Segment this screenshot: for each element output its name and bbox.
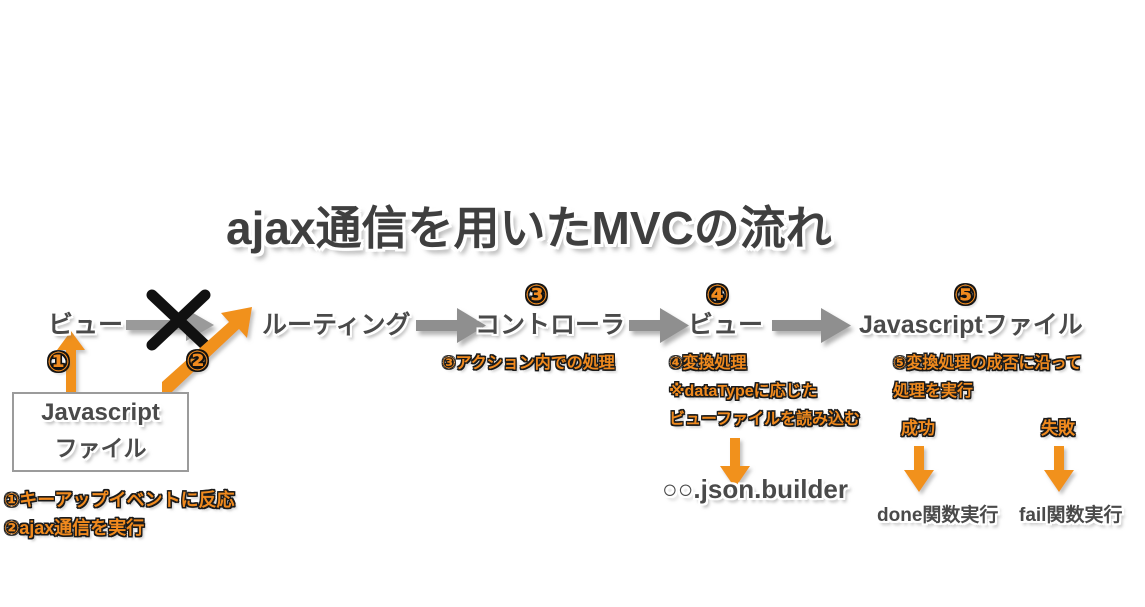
jsfile-note-1: ⑤変換処理の成否に沿って: [893, 355, 1082, 372]
node-javascript-file: Javascriptファイル: [859, 311, 1083, 339]
step-marker-4: ④: [706, 280, 729, 310]
arrow-routing-to-controller: [416, 308, 486, 343]
branch-label-success: 成功: [901, 419, 935, 438]
node-routing: ルーティング: [262, 311, 411, 339]
jsfile-note-2: 処理を実行: [893, 383, 974, 400]
step-marker-2: ②: [186, 346, 209, 376]
javascript-file-box: Javascript ファイル: [12, 392, 189, 472]
view-right-note-3: ビューファイルを読み込む: [669, 411, 861, 428]
js-box-line-1: Javascript: [41, 399, 160, 426]
branch-result-done: done関数実行: [877, 505, 999, 526]
step-marker-5: ⑤: [954, 280, 977, 310]
arrow-view-to-jsfile: [772, 308, 851, 343]
view-right-note-1: ④変換処理: [669, 355, 747, 372]
arrow-success-to-done: [904, 446, 934, 492]
left-note-1: ①キーアップイベントに反応: [4, 490, 235, 510]
branch-result-fail: fail関数実行: [1019, 505, 1123, 526]
output-json-builder: ○○.json.builder: [662, 474, 848, 504]
cross-out-x-icon: [146, 289, 211, 351]
diagram-title: ajax通信を用いたMVCの流れ: [226, 202, 832, 254]
view-right-note-2: ※dataTypeに応じた: [669, 383, 818, 400]
node-view-right: ビュー: [688, 311, 764, 339]
step-marker-1: ①: [47, 347, 70, 377]
node-controller: コントローラ: [475, 311, 626, 339]
arrow-view-to-jsonbuilder: [720, 438, 750, 488]
step-marker-3: ③: [525, 280, 548, 310]
arrow-jsfile-to-routing-step2: [162, 307, 252, 392]
controller-note: ③アクション内での処理: [442, 355, 615, 372]
arrow-jsfile-to-view-step1: [57, 331, 85, 392]
left-note-2: ②ajax通信を実行: [4, 518, 145, 538]
js-box-line-2: ファイル: [54, 435, 147, 461]
arrow-controller-to-view: [629, 308, 689, 343]
arrow-failure-to-fail: [1044, 446, 1074, 492]
branch-label-failure: 失敗: [1041, 419, 1075, 438]
node-view-left: ビュー: [48, 311, 124, 339]
